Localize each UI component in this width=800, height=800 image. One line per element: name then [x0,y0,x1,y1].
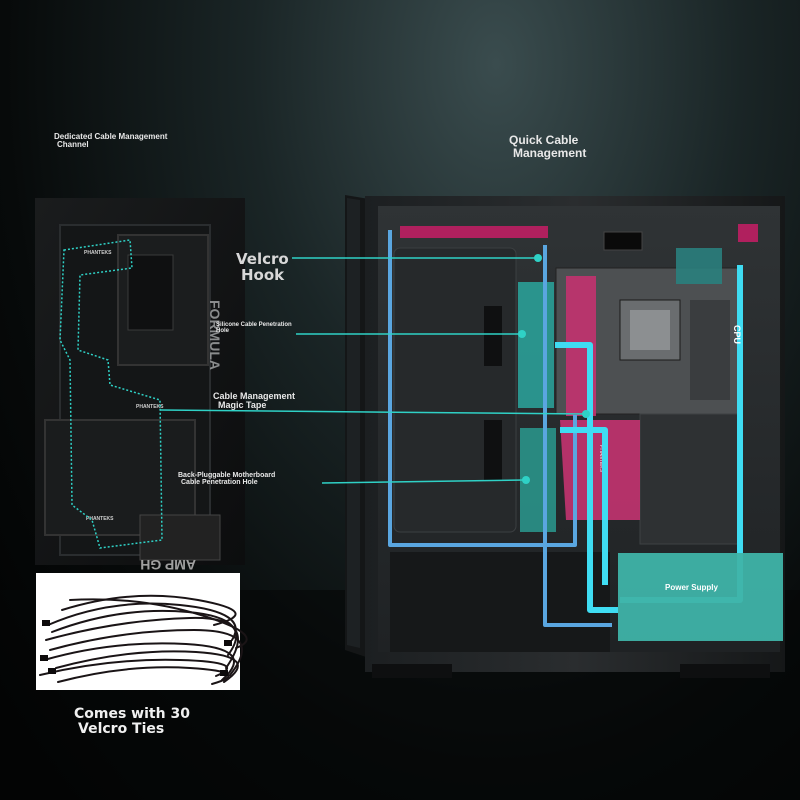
cpu-label: CPU [732,325,742,344]
phanteks-logo-3: PHANTEKS [86,516,114,522]
label-quick-cable: Quick Cable Management [509,133,587,160]
phanteks-logo-1: PHANTEKS [84,250,112,256]
grommet-upper-left [518,282,554,408]
label-velcro-hook: Velcro Hook [236,250,289,284]
cable-channel-outline [59,239,163,549]
label-back-pluggable: Back-Pluggable Motherboard Cable Penetra… [178,472,276,487]
rear-panel-closeup: FORMULA AMP GH PHANTEKS PHANTEKS PHANTEK… [35,198,245,573]
label-dedicated-channel: Dedicated Cable Management Channel [54,132,168,150]
cable-magenta-lower [560,420,640,520]
label-magic-tape: Cable Management Magic Tape [213,391,296,411]
phanteks-logo-2: PHANTEKS [136,404,164,410]
grommet-top-right [676,248,722,284]
svg-text:PHANTEKS: PHANTEKS [598,445,604,473]
power-supply-label: Power Supply [665,583,718,592]
label-velcro-ties: Comes with 30 Velcro Ties [74,706,190,737]
amp-text: AMP GH [140,557,196,573]
label-silicone-hole: Silicone Cable Penetration Hole [216,322,292,335]
callout-dots [518,254,590,484]
velcro-ties-photo [36,573,248,690]
power-supply [618,553,783,641]
formula-text: FORMULA [207,300,223,370]
callout-lines [159,257,587,484]
cable-routes-blue [388,230,612,627]
